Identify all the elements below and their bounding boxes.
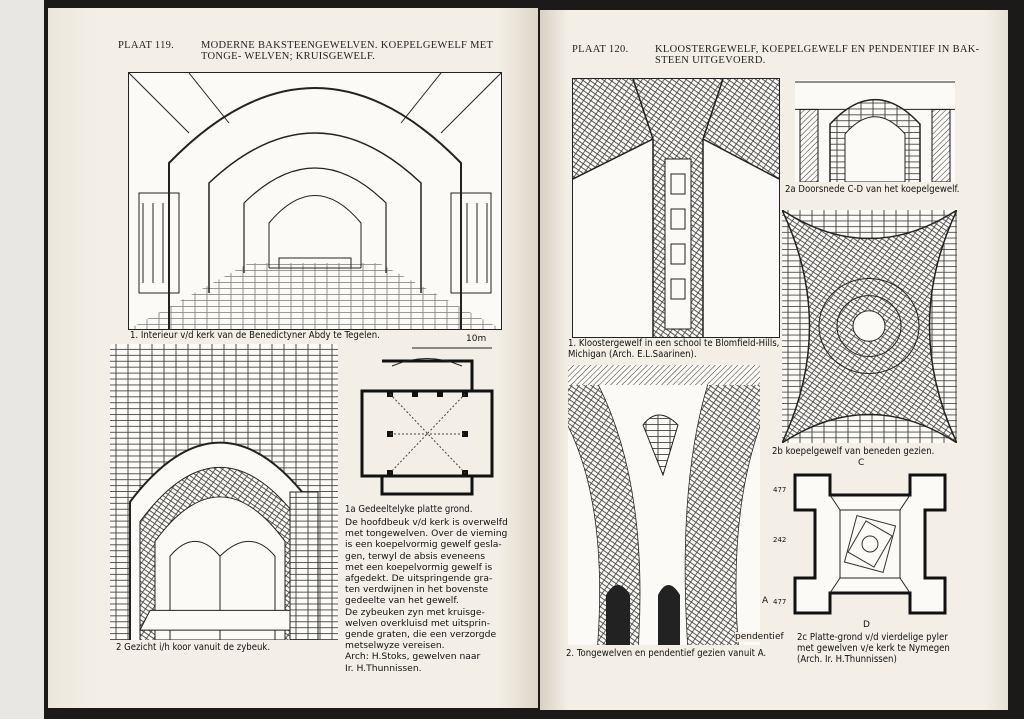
plan-scale: 10m [466, 334, 487, 344]
church-interior-drawing [128, 72, 502, 330]
plate-title: MODERNE BAKSTEENGEWELVEN. KOEPELGEWELF M… [201, 40, 493, 62]
scan-margin [0, 0, 44, 719]
fig1-caption: 1. Interieur v/d kerk van de Benedictyne… [130, 330, 380, 341]
fig1-caption: 1. Kloostergewelf in een school te Blomf… [568, 338, 780, 360]
dimension-bottom: 477 [773, 598, 787, 606]
barrel-vault-pendentive-drawing [568, 365, 760, 645]
plan-caption: 1a Gedeeltelyke platte grond. [345, 504, 473, 515]
fig2-caption: 2. Tongewelven en pendentief gezien vanu… [566, 648, 767, 659]
plate-number: PLAAT 120. [572, 44, 629, 55]
fig2b-caption: 2b koepelgewelf van beneden gezien. [772, 446, 935, 457]
plate-number: PLAAT 119. [118, 40, 175, 51]
pillar-plan-drawing [790, 470, 950, 618]
dimension-middle: 242 [773, 536, 787, 544]
dimension-top: 477 [773, 486, 787, 494]
fig2a-caption: 2a Doorsnede C-D van het koepelgewelf. [785, 184, 960, 195]
fig2-caption: 2 Gezicht i/h koor vanuit de zybeuk. [116, 642, 271, 653]
cloister-vault-drawing [572, 78, 780, 338]
plate-title: KLOOSTERGEWELF, KOEPELGEWELF EN PENDENTI… [655, 44, 980, 66]
fig2c-caption: 2c Platte-grond v/d vierdelige pyler met… [797, 632, 950, 665]
point-c-label: C [858, 458, 865, 468]
pendentief-label: pendentief [735, 632, 784, 642]
plan-description: De hoofdbeuk v/d kerk is overwelfd met t… [345, 517, 508, 674]
point-d-label: D [863, 620, 870, 630]
floor-plan-drawing [352, 346, 502, 496]
dome-from-below-drawing [782, 210, 957, 443]
point-a-label: A [762, 596, 769, 606]
section-c-d-drawing [795, 80, 955, 182]
choir-vault-drawing [110, 344, 338, 640]
